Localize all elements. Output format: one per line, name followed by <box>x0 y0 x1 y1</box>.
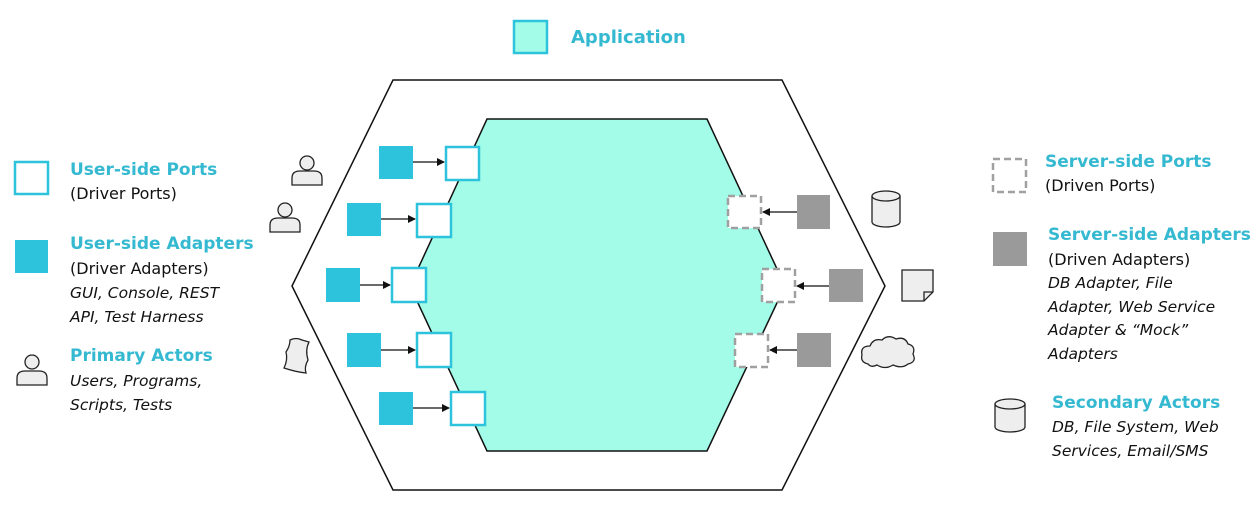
primary-actors-legend-note: Users, Programs, Scripts, Tests <box>70 372 203 414</box>
driver-connection-3 <box>326 266 428 304</box>
user-side-adapter <box>347 203 381 236</box>
server-ports-legend-subtitle: (Driven Ports) <box>1045 176 1156 195</box>
secondary-actors-legend-title: Secondary Actors <box>1052 393 1221 413</box>
driver-connection-4 <box>347 331 453 369</box>
user-ports-legend-title: User-side Ports <box>70 160 218 180</box>
user-port-legend-icon <box>13 160 50 196</box>
secondary-actors-legend-note: DB, File System, Web Services, Email/SMS <box>1052 418 1219 460</box>
server-adapters-legend-title: Server-side Adapters <box>1048 225 1251 245</box>
application-legend-label: Application <box>571 27 686 48</box>
server-side-port <box>726 194 763 230</box>
user-side-adapter <box>379 392 413 425</box>
application-legend-icon <box>512 19 549 55</box>
user-adapters-legend-subtitle: (Driver Adapters) <box>70 259 209 278</box>
scroll-icon <box>283 337 310 374</box>
user-adapter-legend-icon <box>15 240 48 273</box>
user-adapters-legend-title: User-side Adapters <box>70 234 254 254</box>
secondary-actor-legend-icon <box>994 398 1026 433</box>
driven-connection-1 <box>726 194 830 230</box>
user-side-port <box>415 202 453 239</box>
server-side-adapter <box>797 195 830 229</box>
user-side-port <box>415 331 453 369</box>
server-adapter-legend-icon <box>993 232 1027 266</box>
user-side-adapter <box>347 333 381 367</box>
database-icon <box>871 190 901 228</box>
driven-connection-2 <box>760 267 863 304</box>
server-adapters-legend-subtitle: (Driven Adapters) <box>1048 250 1191 269</box>
server-ports-legend-title: Server-side Ports <box>1045 152 1212 172</box>
person-icon <box>269 202 301 233</box>
user-side-port <box>449 390 487 427</box>
server-side-port <box>760 267 797 304</box>
person-icon <box>291 155 323 186</box>
cloud-icon <box>860 336 915 369</box>
user-side-port <box>444 145 481 182</box>
primary-actor-legend-icon <box>16 354 48 386</box>
server-adapters-legend-note: DB Adapter, File Adapter, Web Service Ad… <box>1048 274 1216 363</box>
server-side-adapter <box>797 333 831 367</box>
driven-connection-3 <box>733 332 831 369</box>
driver-connection-2 <box>347 202 453 239</box>
user-side-port <box>390 266 428 304</box>
driver-connection-1 <box>379 145 481 182</box>
user-ports-legend-subtitle: (Driver Ports) <box>70 184 177 203</box>
driver-connection-5 <box>379 390 487 427</box>
server-side-adapter <box>829 269 863 302</box>
server-side-port <box>733 332 770 369</box>
user-side-adapter <box>379 146 413 179</box>
user-adapters-legend-note: GUI, Console, REST API, Test Harness <box>70 284 220 326</box>
document-icon <box>901 269 934 302</box>
server-port-legend-icon <box>991 157 1028 194</box>
primary-actors-legend-title: Primary Actors <box>70 346 213 366</box>
user-side-adapter <box>326 268 360 302</box>
